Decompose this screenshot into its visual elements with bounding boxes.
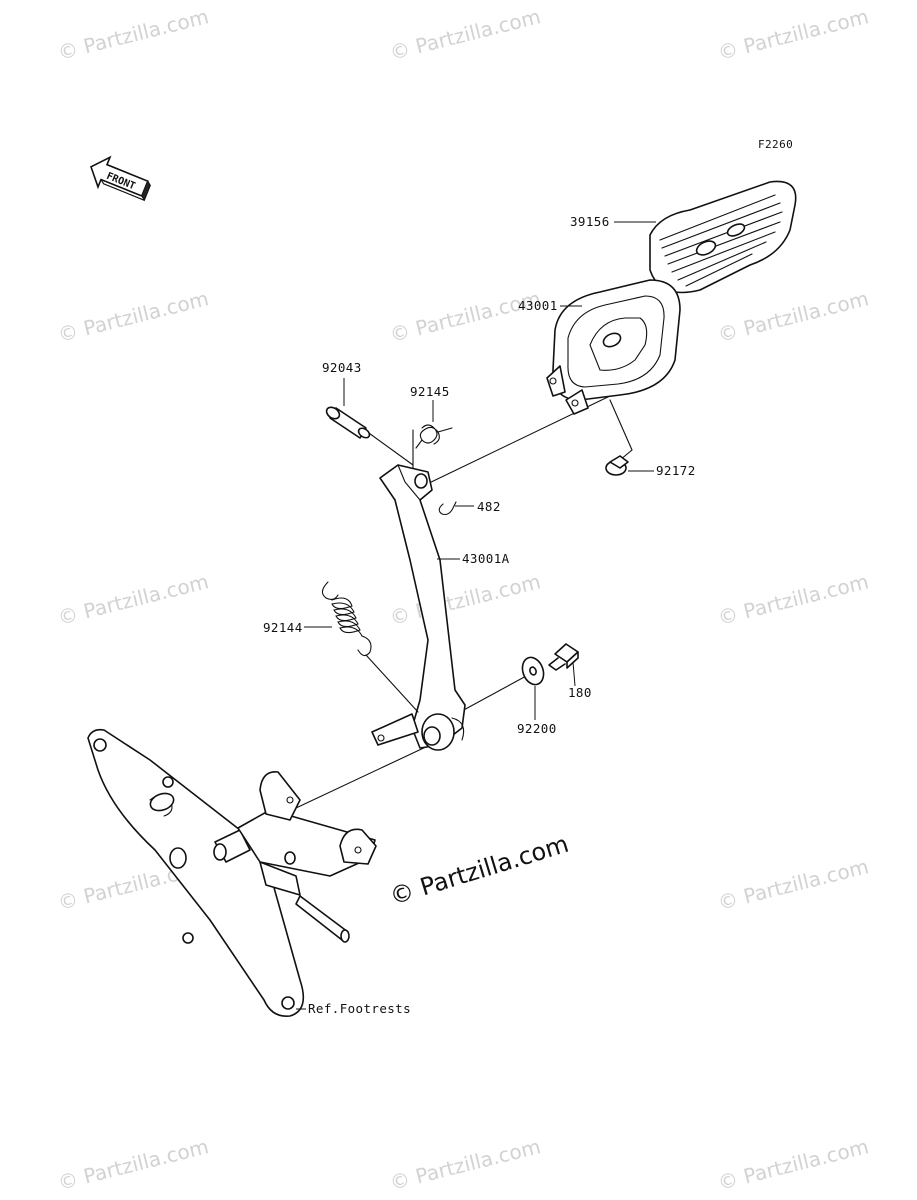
- label-92144: 92144: [263, 620, 303, 635]
- figure-code: F2260: [758, 138, 793, 151]
- label-92200: 92200: [517, 721, 557, 736]
- part-43001A-brake-pedal: [371, 464, 466, 751]
- part-92145-spring: [415, 424, 453, 449]
- watermark-text: © Partzilla.com: [55, 286, 211, 347]
- label-180: 180: [568, 685, 592, 700]
- part-180-bolt: [548, 643, 579, 671]
- watermark-text: © Partzilla.com: [55, 4, 211, 65]
- watermark-text: © Partzilla.com: [387, 569, 543, 630]
- watermark-text: © Partzilla.com: [715, 286, 871, 347]
- watermark-text: © Partzilla.com: [55, 569, 211, 630]
- label-43001A: 43001A: [462, 551, 510, 566]
- label-43001: 43001: [518, 298, 558, 313]
- part-92043-pin: [325, 406, 371, 439]
- watermark-text: © Partzilla.com: [387, 286, 543, 347]
- label-ref-footrests: Ref.Footrests: [308, 1001, 411, 1016]
- watermark-text: © Partzilla.com: [387, 4, 543, 65]
- label-92043: 92043: [322, 360, 362, 375]
- front-arrow-icon: FRONT: [90, 155, 151, 202]
- watermark-layer: © Partzilla.com © Partzilla.com © Partzi…: [55, 4, 871, 1195]
- label-92145: 92145: [410, 384, 450, 399]
- main-watermark: © Partzilla.com: [387, 830, 572, 911]
- watermark-text: © Partzilla.com: [715, 1134, 871, 1195]
- part-92172-screw: [605, 455, 629, 476]
- watermark-text: © Partzilla.com: [715, 4, 871, 65]
- label-482: 482: [477, 499, 501, 514]
- part-482-clip: [438, 501, 457, 516]
- leader-lines: [296, 221, 656, 1010]
- label-39156: 39156: [570, 214, 610, 229]
- part-39156-brake-pedal-pad: [649, 180, 797, 294]
- part-92200-washer: [521, 656, 545, 686]
- watermark-text: © Partzilla.com: [55, 1134, 211, 1195]
- watermark-text: © Partzilla.com: [715, 569, 871, 630]
- part-43001-pad-bracket: [546, 279, 681, 415]
- part-92144-return-spring: [321, 581, 419, 713]
- part-footrest-bracket: [87, 728, 377, 1017]
- watermark-text: © Partzilla.com: [387, 1134, 543, 1195]
- part-labels: 39156 43001 92043 92145 92172 482 43001A…: [263, 214, 696, 1016]
- watermark-text: © Partzilla.com: [715, 854, 871, 915]
- label-92172: 92172: [656, 463, 696, 478]
